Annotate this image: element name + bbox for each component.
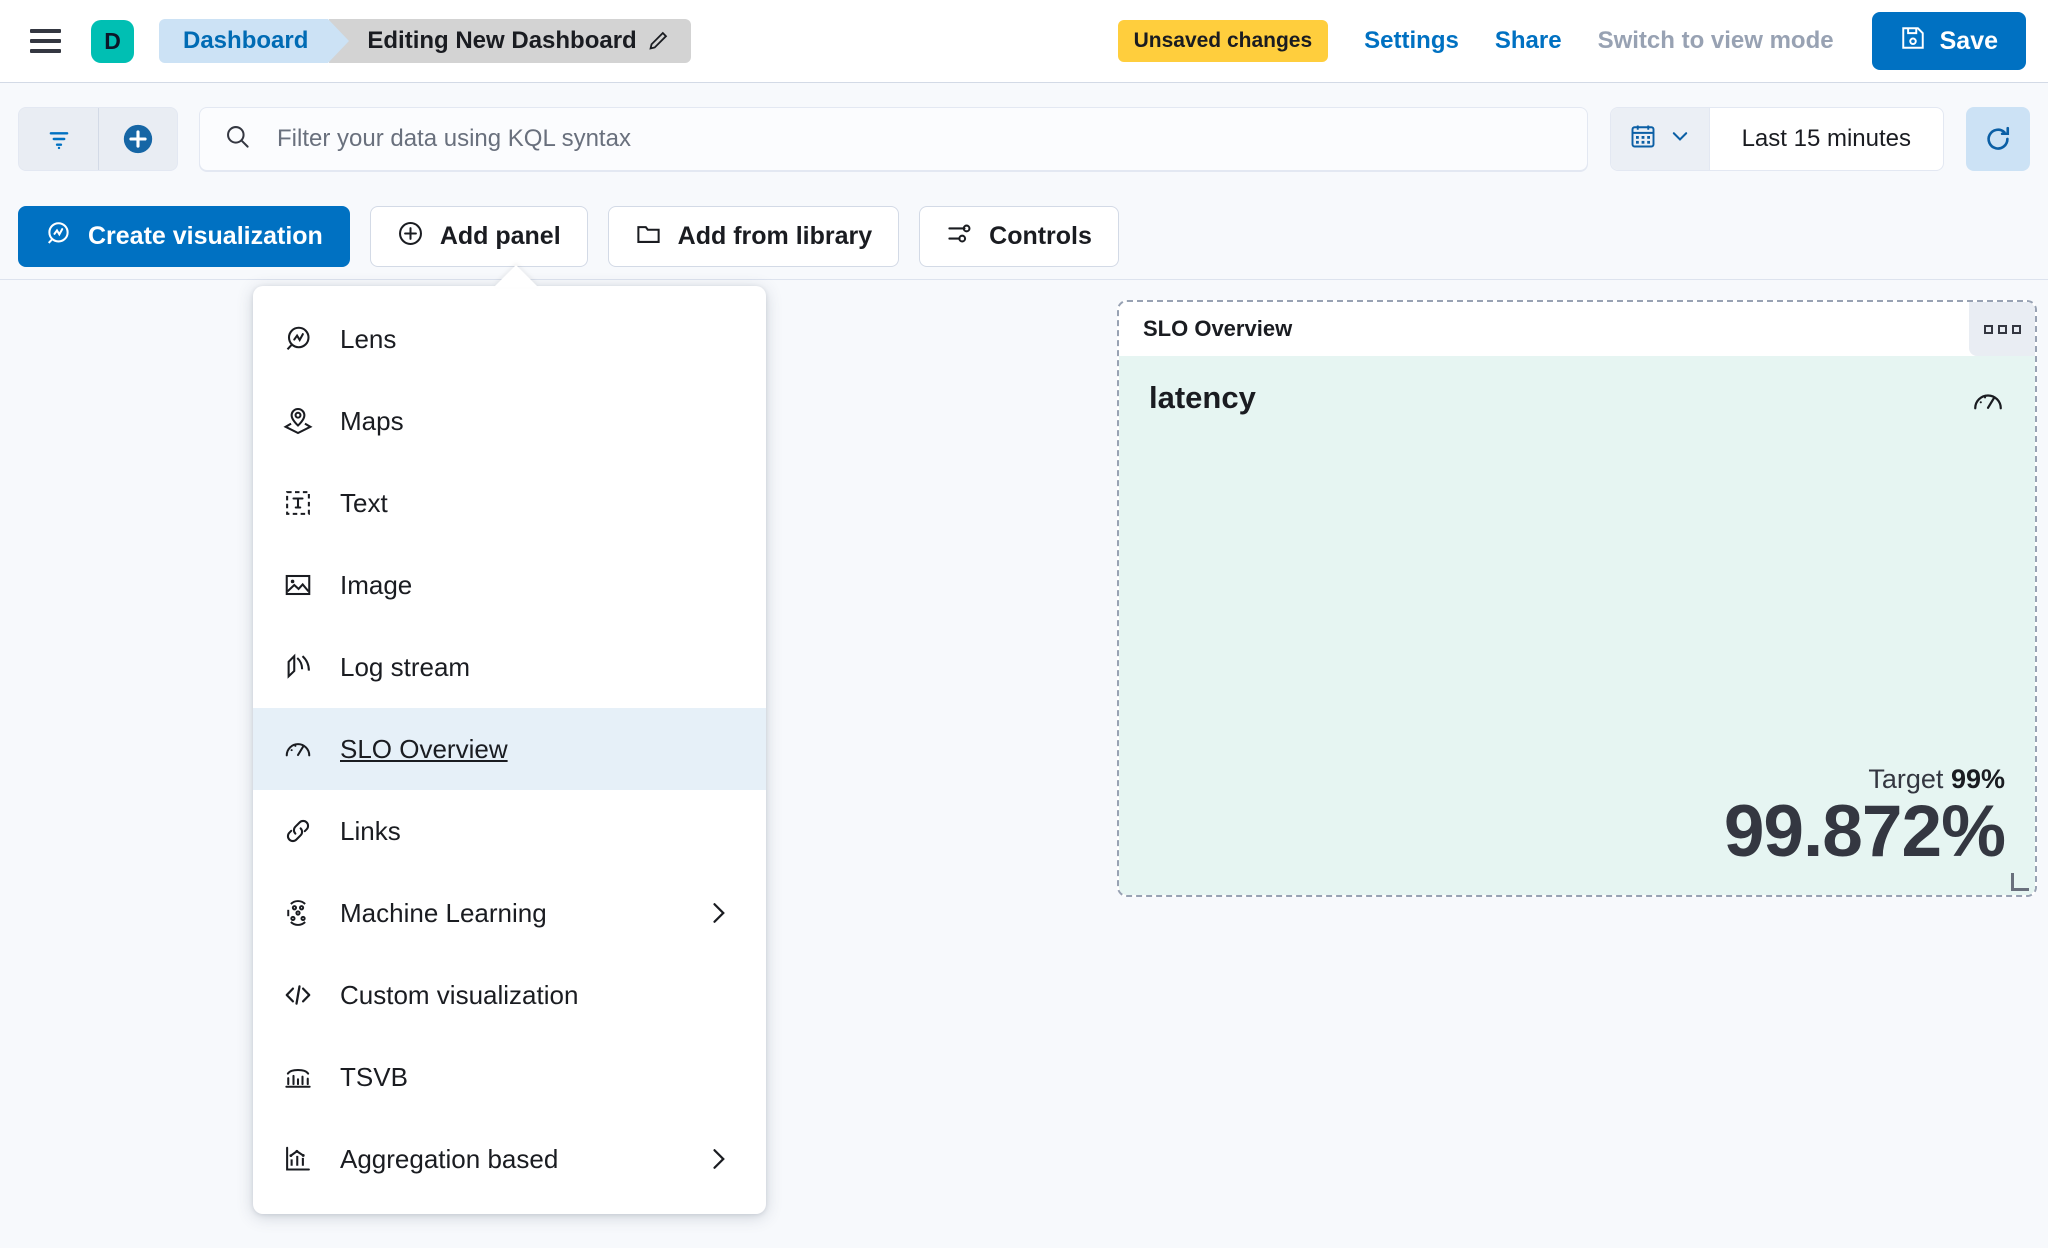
- folder-icon: [635, 220, 662, 254]
- menu-item-label: Lens: [340, 323, 397, 354]
- query-bar: Filter your data using KQL syntax: [0, 83, 2048, 194]
- menu-item-image[interactable]: Image: [253, 544, 766, 626]
- slo-metrics: Target 99% 99.872%: [1149, 764, 2006, 872]
- refresh-icon[interactable]: [1966, 106, 2030, 171]
- tsvb-icon: [283, 1062, 313, 1092]
- menu-item-label: Text: [340, 487, 388, 518]
- menu-item-tsvb[interactable]: TSVB: [253, 1036, 766, 1118]
- search-input[interactable]: Filter your data using KQL syntax: [199, 106, 1588, 171]
- menu-item-maps[interactable]: Maps: [253, 380, 766, 462]
- code-icon: [283, 980, 313, 1010]
- popover-caret-icon: [494, 265, 538, 287]
- share-link[interactable]: Share: [1494, 27, 1562, 54]
- bar-chart-icon: [283, 1144, 313, 1174]
- menu-item-text[interactable]: Text: [253, 462, 766, 544]
- settings-link[interactable]: Settings: [1364, 27, 1459, 54]
- add-filter-plus-circle-icon[interactable]: [98, 107, 177, 170]
- slo-current-value: 99.872%: [1723, 790, 2006, 872]
- menu-item-links[interactable]: Links: [253, 790, 766, 872]
- menu-item-label: Links: [340, 815, 401, 846]
- menu-item-label: Machine Learning: [340, 897, 547, 928]
- pencil-icon[interactable]: [647, 30, 669, 52]
- image-icon: [283, 570, 313, 600]
- add-panel-menu: Lens Maps Text Image: [253, 286, 766, 1214]
- add-panel-button[interactable]: Add panel: [369, 206, 588, 267]
- breadcrumb-label-dashboard: Dashboard: [183, 27, 309, 54]
- map-marker-icon: [283, 406, 313, 436]
- hamburger-menu-icon[interactable]: [22, 18, 68, 64]
- slo-name: latency: [1149, 380, 1256, 415]
- filter-icon[interactable]: [19, 107, 98, 170]
- chevron-right-icon: [704, 899, 732, 927]
- chevron-down-icon: [1669, 125, 1691, 152]
- ml-icon: [283, 898, 313, 928]
- save-button-label: Save: [1939, 26, 1998, 55]
- menu-item-aggregation-based[interactable]: Aggregation based: [253, 1118, 766, 1200]
- panel-title: SLO Overview: [1143, 316, 1293, 341]
- date-picker-quick-select[interactable]: [1610, 107, 1710, 170]
- add-from-library-label: Add from library: [677, 222, 873, 250]
- gauge-icon: [283, 734, 313, 764]
- sliders-icon: [946, 220, 973, 254]
- dashboard-toolbar: Create visualization Add panel Add from …: [0, 194, 2048, 280]
- status-badge-unsaved: Unsaved changes: [1117, 20, 1329, 62]
- search-icon: [224, 123, 251, 155]
- breadcrumb-item-editing[interactable]: Editing New Dashboard: [329, 19, 691, 63]
- add-from-library-button[interactable]: Add from library: [607, 206, 900, 267]
- breadcrumb-item-dashboard[interactable]: Dashboard: [159, 19, 350, 63]
- menu-item-label: TSVB: [340, 1061, 408, 1092]
- slo-overview-panel[interactable]: SLO Overview latency Target 99% 99.872%: [1117, 300, 2037, 897]
- menu-item-label: Aggregation based: [340, 1143, 559, 1174]
- chevron-right-icon: [704, 1145, 732, 1173]
- search-input-placeholder: Filter your data using KQL syntax: [277, 124, 631, 152]
- slo-target-value: 99%: [1950, 763, 2005, 794]
- filter-button-group: [18, 106, 178, 171]
- menu-item-lens[interactable]: Lens: [253, 298, 766, 380]
- add-panel-label: Add panel: [439, 222, 561, 250]
- menu-item-slo-overview[interactable]: SLO Overview: [253, 708, 766, 790]
- resize-handle-icon[interactable]: [2011, 873, 2029, 891]
- controls-button[interactable]: Controls: [919, 206, 1119, 267]
- breadcrumb: Dashboard Editing New Dashboard: [159, 19, 691, 63]
- calendar-icon: [1629, 122, 1657, 155]
- slo-target-label: Target: [1868, 763, 1944, 794]
- menu-item-label: Image: [340, 569, 413, 600]
- menu-item-label: Log stream: [340, 651, 471, 682]
- gauge-icon: [1971, 384, 2005, 423]
- lens-icon: [283, 324, 313, 354]
- menu-item-log-stream[interactable]: Log stream: [253, 626, 766, 708]
- date-picker: Last 15 minutes: [1609, 106, 1944, 171]
- menu-item-machine-learning[interactable]: Machine Learning: [253, 872, 766, 954]
- slo-top-row: latency: [1149, 380, 2005, 423]
- link-icon: [283, 816, 313, 846]
- menu-item-label: SLO Overview: [340, 733, 508, 764]
- lens-icon: [45, 220, 72, 254]
- text-box-icon: [283, 488, 313, 518]
- plus-circle-icon: [397, 220, 424, 254]
- top-header: D Dashboard Editing New Dashboard Unsave…: [0, 0, 2048, 83]
- save-disk-icon: [1900, 25, 1926, 58]
- date-picker-range[interactable]: Last 15 minutes: [1741, 124, 1911, 152]
- slo-target: Target 99%: [1149, 764, 2005, 795]
- panel-context-menu-icon[interactable]: [1969, 302, 2035, 356]
- switch-to-view-mode-link[interactable]: Switch to view mode: [1597, 27, 1834, 54]
- slo-panel-body: latency Target 99% 99.872%: [1119, 356, 2035, 895]
- logs-icon: [283, 652, 313, 682]
- space-avatar[interactable]: D: [91, 19, 134, 63]
- save-button[interactable]: Save: [1871, 12, 2026, 70]
- controls-label: Controls: [989, 222, 1092, 250]
- create-visualization-button[interactable]: Create visualization: [18, 206, 350, 267]
- menu-item-custom-visualization[interactable]: Custom visualization: [253, 954, 766, 1036]
- breadcrumb-label-editing: Editing New Dashboard: [367, 27, 637, 54]
- create-visualization-label: Create visualization: [88, 222, 323, 250]
- menu-item-label: Maps: [340, 405, 404, 436]
- menu-item-label: Custom visualization: [340, 979, 579, 1010]
- panel-header: SLO Overview: [1119, 302, 2035, 356]
